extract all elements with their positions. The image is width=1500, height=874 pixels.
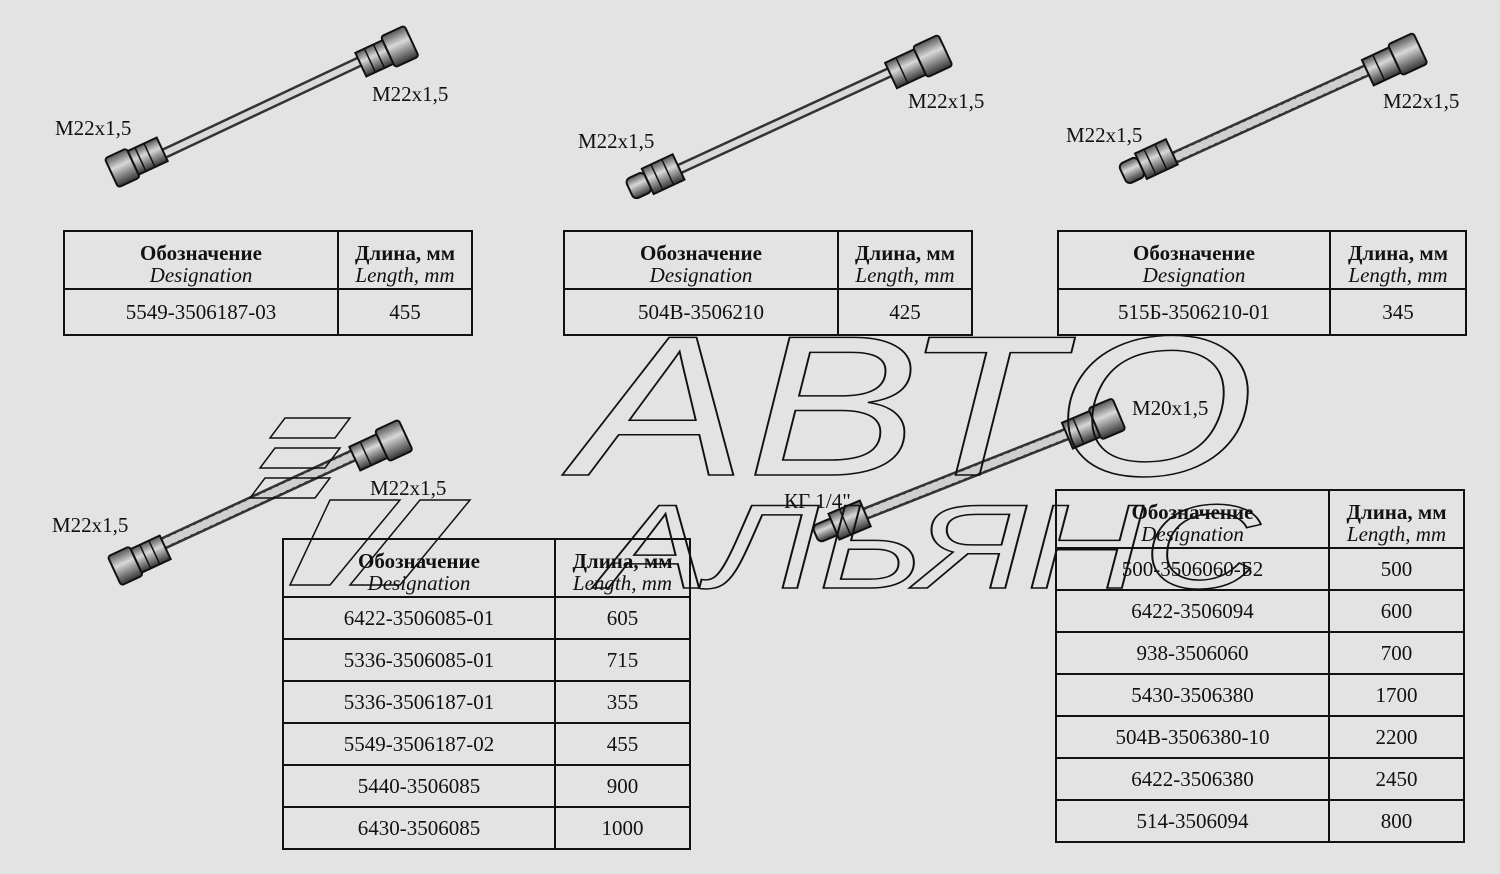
designation-cell: 5440-3506085 (282, 764, 556, 808)
hose-5-left-thread-label: КГ 1/4" (784, 489, 851, 513)
hose-straight-1 (104, 25, 419, 188)
hose-3-right-thread-label: M22x1,5 (1383, 89, 1460, 113)
designation-cell: 5430-3506380 (1055, 673, 1330, 717)
designation-cell: 5549-3506187-03 (63, 288, 339, 336)
table-row: 5549-3506187-03 455 (63, 288, 473, 336)
length-cell: 700 (1328, 631, 1465, 675)
length-cell: 715 (554, 638, 691, 682)
table-row: 504В-3506210 425 (563, 288, 973, 336)
hose-braided-5 (812, 398, 1126, 543)
hose-straight-2 (625, 34, 953, 200)
length-cell: 600 (1328, 589, 1465, 633)
designation-cell: 938-3506060 (1055, 631, 1330, 675)
designation-cell: 6422-3506085-01 (282, 596, 556, 640)
designation-cell: 504В-3506380-10 (1055, 715, 1330, 759)
length-cell: 355 (554, 680, 691, 724)
designation-cell: 5336-3506085-01 (282, 638, 556, 682)
designation-cell: 6422-3506380 (1055, 757, 1330, 801)
hose-4-left-thread-label: M22x1,5 (52, 513, 129, 537)
designation-cell: 504В-3506210 (563, 288, 839, 336)
designation-cell: 5549-3506187-02 (282, 722, 556, 766)
length-cell: 2450 (1328, 757, 1465, 801)
hose-4-right-thread-label: M22x1,5 (370, 476, 447, 500)
hose-braided-3 (1118, 32, 1428, 185)
designation-cell: 6430-3506085 (282, 806, 556, 850)
table-row: 515Б-3506210-01 345 (1057, 288, 1467, 336)
hose-1-right-thread-label: M22x1,5 (372, 82, 449, 106)
designation-cell: 6422-3506094 (1055, 589, 1330, 633)
designation-cell: 500-3506060-Б2 (1055, 547, 1330, 591)
length-cell: 345 (1329, 288, 1467, 336)
length-cell: 1000 (554, 806, 691, 850)
length-cell: 2200 (1328, 715, 1465, 759)
designation-cell: 5336-3506187-01 (282, 680, 556, 724)
hose-1-left-thread-label: M22x1,5 (55, 116, 132, 140)
length-cell: 800 (1328, 799, 1465, 843)
length-cell: 425 (837, 288, 973, 336)
designation-cell: 514-3506094 (1055, 799, 1330, 843)
length-cell: 455 (337, 288, 473, 336)
length-cell: 900 (554, 764, 691, 808)
length-cell: 500 (1328, 547, 1465, 591)
designation-cell: 515Б-3506210-01 (1057, 288, 1331, 336)
length-cell: 455 (554, 722, 691, 766)
hose-2-left-thread-label: M22x1,5 (578, 129, 655, 153)
hose-5-right-thread-label: M20x1,5 (1132, 396, 1209, 420)
length-cell: 605 (554, 596, 691, 640)
hose-3-left-thread-label: M22x1,5 (1066, 123, 1143, 147)
length-cell: 1700 (1328, 673, 1465, 717)
hose-2-right-thread-label: M22x1,5 (908, 89, 985, 113)
